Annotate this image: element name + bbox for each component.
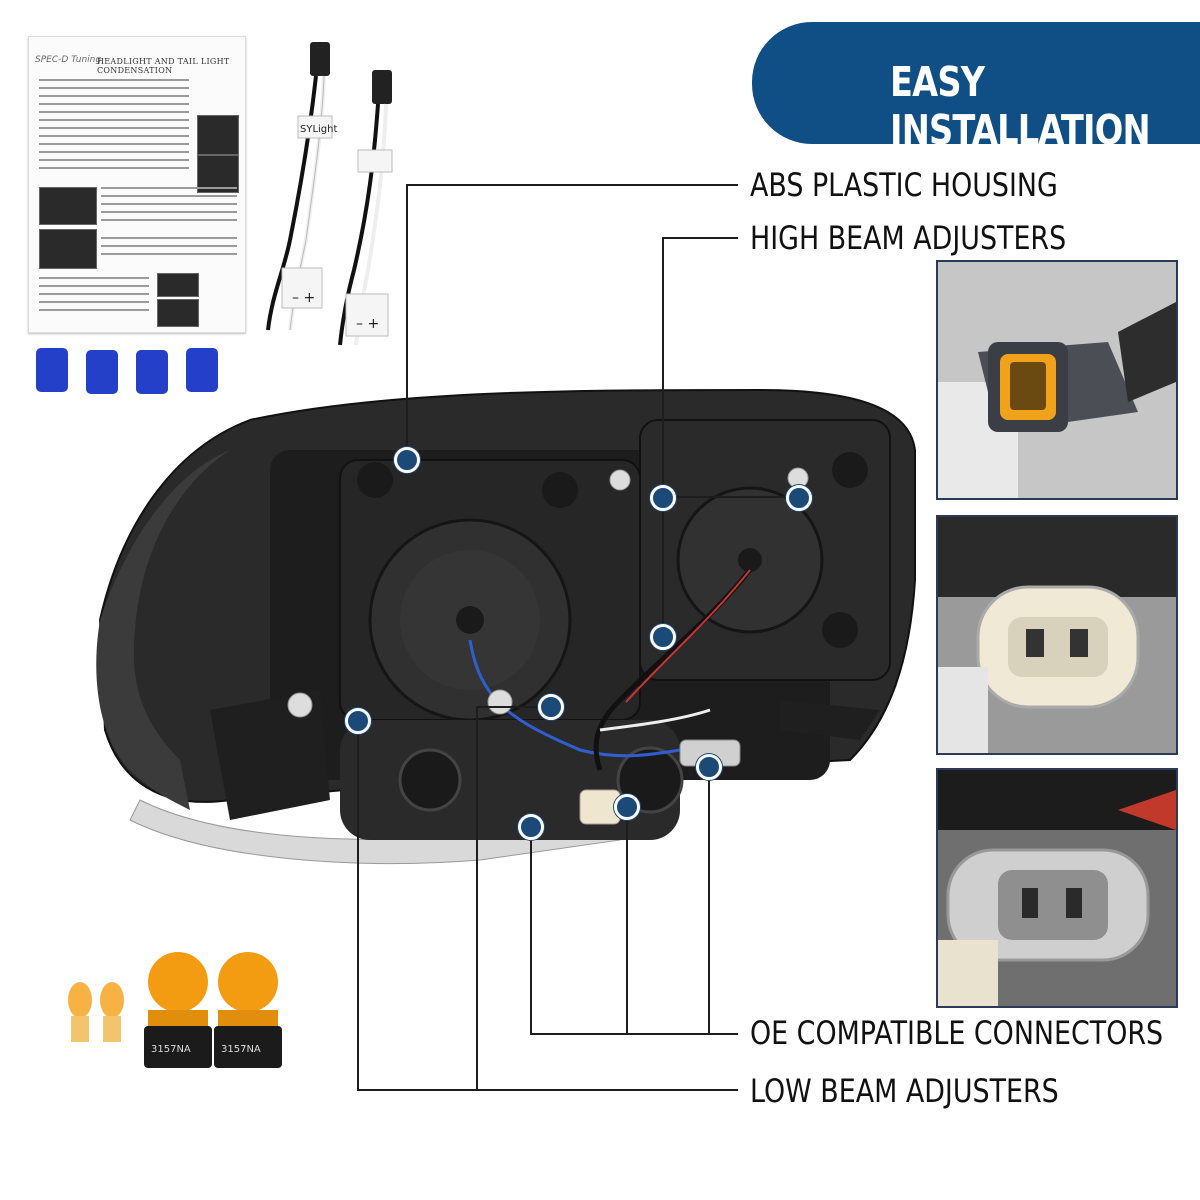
sheet-title: HEADLIGHT AND TAIL LIGHT CONDENSATION: [97, 57, 230, 75]
wire-tap-clip: [86, 350, 118, 394]
callout-dot-low-beam: [345, 708, 371, 734]
callout-dot-high-beam: [786, 485, 812, 511]
connector-closeup-photo: [936, 768, 1178, 1008]
sheet-photo: [197, 155, 239, 193]
easy-installation-banner: EASY INSTALLATION: [752, 22, 1200, 154]
wire-tap-clip: [186, 348, 218, 392]
label-high-beam-adjusters: HIGH BEAM ADJUSTERS: [750, 219, 1067, 257]
connector-closeup-photo: [936, 260, 1178, 500]
callout-dot-connector: [696, 754, 722, 780]
sheet-photo: [157, 299, 199, 327]
sheet-photo: [39, 229, 97, 269]
sheet-photo: [39, 187, 97, 225]
wire-tap-clip: [136, 350, 168, 394]
replacement-bulbs: 3157NA 3157NA: [68, 952, 282, 1068]
callout-dot-high-beam: [650, 624, 676, 650]
label-low-beam-adjusters: LOW BEAM ADJUSTERS: [750, 1072, 1059, 1110]
sheet-photo: [157, 273, 199, 297]
svg-text:– +: – +: [356, 316, 379, 332]
bulb-label: 3157NA: [151, 1044, 191, 1055]
label-oe-compatible-connectors: OE COMPATIBLE CONNECTORS: [750, 1014, 1164, 1052]
callout-dot-high-beam: [650, 485, 676, 511]
callout-dot-low-beam: [538, 694, 564, 720]
callout-dot-connector: [518, 814, 544, 840]
sheet-brand-logo: SPEC-D Tuning: [35, 55, 102, 65]
wiring-harness: – + SYLight – +: [266, 42, 393, 346]
harness-tag: SYLight: [300, 124, 337, 135]
callout-dot-connector: [614, 794, 640, 820]
svg-text:– +: – +: [292, 290, 315, 306]
sheet-photo: [197, 115, 239, 155]
bulb-label: 3157NA: [221, 1044, 261, 1055]
callout-dot-housing: [394, 447, 420, 473]
connector-closeup-photo: [936, 515, 1178, 755]
wire-tap-clip: [36, 348, 68, 392]
instruction-sheet: SPEC-D Tuning HEADLIGHT AND TAIL LIGHT C…: [28, 36, 246, 333]
headlight-assembly: [96, 388, 916, 865]
banner-title: EASY INSTALLATION: [890, 58, 1151, 154]
label-abs-plastic-housing: ABS PLASTIC HOUSING: [750, 166, 1058, 204]
